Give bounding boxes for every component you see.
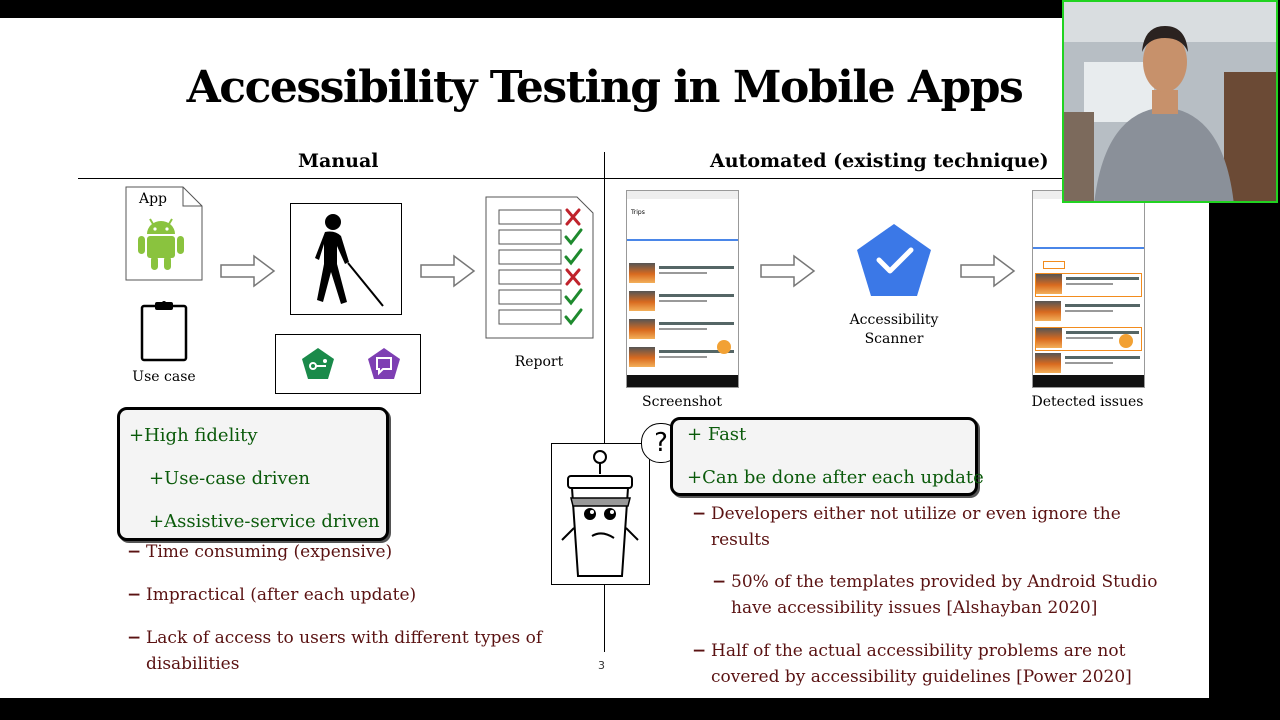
column-divider — [604, 152, 605, 652]
scanner-label-1: Accessibility — [849, 312, 939, 328]
automated-pros-box: + Fast +Can be done after each update — [670, 417, 984, 496]
clipboard-icon — [140, 301, 188, 362]
app-document-icon: App — [125, 186, 203, 281]
con-item: −Lack of access to users with different … — [127, 628, 543, 674]
phone-title: Trips — [631, 209, 645, 216]
talkback-icon — [368, 348, 400, 379]
switch-access-icon — [302, 348, 334, 379]
coffee-cup-mascot — [551, 443, 650, 585]
scanner-label-2: Scanner — [864, 331, 924, 347]
con-item: −Impractical (after each update) — [127, 585, 417, 605]
automated-header: Automated (existing technique) — [710, 150, 1049, 172]
accessibility-scanner-icon — [857, 224, 931, 296]
slide: Accessibility Testing in Mobile Apps Man… — [0, 18, 1209, 698]
con-item: −50% of the templates provided by Androi… — [712, 572, 1158, 618]
manual-pros-box: +High fidelity +Use-case driven +Assisti… — [117, 407, 389, 541]
report-label: Report — [514, 354, 564, 370]
pro-item: + Fast — [687, 424, 747, 445]
pro-item: +Use-case driven — [149, 468, 310, 489]
page-number: 3 — [598, 659, 605, 672]
use-case-label: Use case — [132, 369, 196, 385]
arrow-icon — [760, 254, 816, 288]
pro-item: +High fidelity — [129, 425, 258, 446]
slide-title: Accessibility Testing in Mobile Apps — [186, 62, 1024, 113]
confused-cup-icon — [561, 450, 639, 577]
pro-item: +Can be done after each update — [687, 467, 984, 488]
manual-header: Manual — [298, 150, 379, 172]
con-item: −Time consuming (expensive) — [127, 542, 393, 562]
android-icon — [138, 218, 184, 270]
header-divider — [78, 178, 1102, 179]
blind-person-icon — [315, 214, 384, 307]
screenshot-label: Screenshot — [642, 394, 722, 410]
app-label: App — [138, 191, 168, 207]
screenshot-phone: Trips — [626, 190, 739, 388]
con-item: −Developers either not utilize or even i… — [692, 504, 1121, 550]
assistive-services-box — [275, 334, 421, 394]
webcam-overlay — [1062, 0, 1278, 203]
detected-issues-label: Detected issues — [1031, 394, 1144, 410]
blind-user-figure — [290, 203, 402, 315]
presenter-video-icon — [1064, 2, 1276, 201]
arrow-icon — [420, 254, 476, 288]
arrow-icon — [220, 254, 276, 288]
detected-issues-phone — [1032, 190, 1145, 388]
con-item: −Half of the actual accessibility proble… — [692, 641, 1132, 687]
report-document-icon — [485, 196, 595, 340]
pro-item: +Assistive-service driven — [149, 511, 380, 532]
arrow-icon — [960, 254, 1016, 288]
